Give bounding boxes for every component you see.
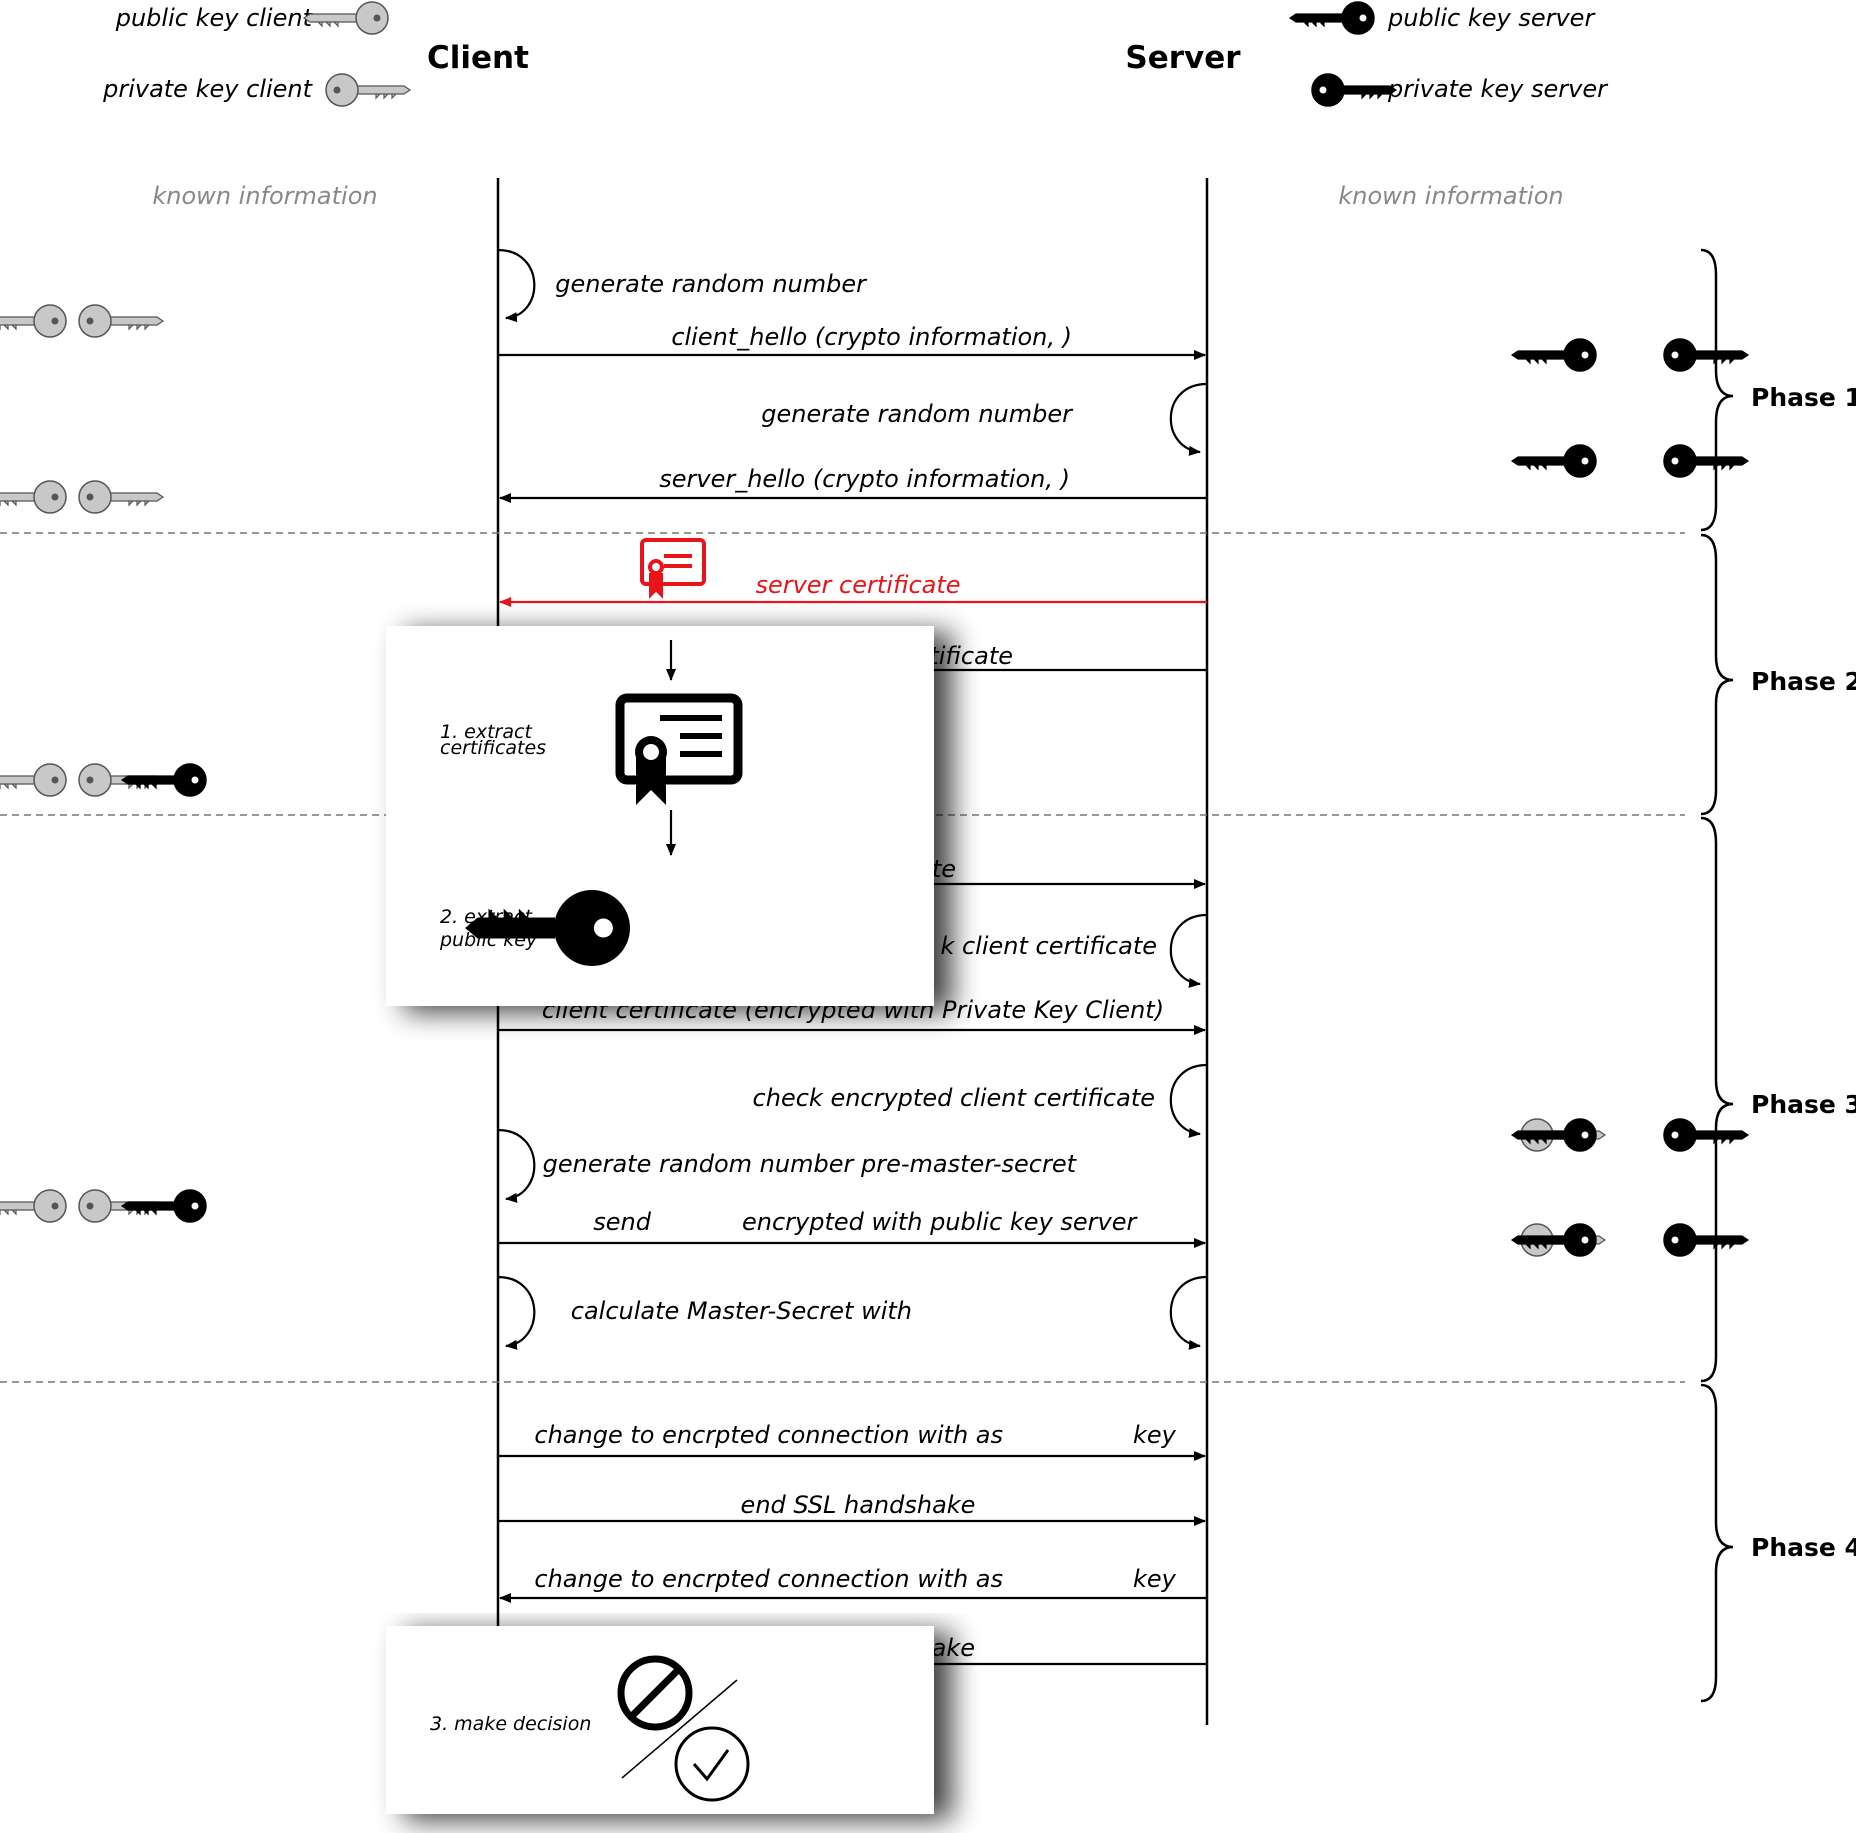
msg-change-2-pre: change to encrpted connection with as xyxy=(534,1565,1003,1593)
msg-check-encrypted: check encrypted client certificate xyxy=(753,1084,1155,1112)
gray-key-icon xyxy=(0,1189,67,1223)
decision-divider xyxy=(621,1679,738,1779)
black-key-icon xyxy=(1663,444,1750,478)
msg-client-hello: client_hello (crypto information, ) xyxy=(671,323,1072,351)
gray-key-icon xyxy=(0,763,67,797)
msg-certificate-request-partial: te xyxy=(932,855,956,883)
msg-server-hello: server_hello (crypto information, ) xyxy=(659,465,1070,493)
phase-4-label: Phase 4 xyxy=(1751,1533,1856,1562)
msg-end-partial: ake xyxy=(932,1634,975,1662)
checkmark-icon xyxy=(674,1726,750,1802)
black-key-icon xyxy=(465,890,630,966)
msg-gen-rn-server: generate random number xyxy=(761,400,1074,428)
msg-change-1-pre: change to encrpted connection with as xyxy=(534,1421,1003,1449)
black-key-icon xyxy=(1510,338,1597,372)
popup-step1-line2: certificates xyxy=(440,737,546,759)
msg-end-ssl: end SSL handshake xyxy=(741,1491,976,1519)
certificate-icon xyxy=(615,693,743,805)
certificate-icon xyxy=(640,538,706,599)
popup-extract-content: 1. extract certificates 2. extract publi… xyxy=(439,640,743,966)
msg-send-post: encrypted with public key server xyxy=(742,1208,1139,1236)
gray-key-icon xyxy=(78,304,165,338)
phase-3-label: Phase 3 xyxy=(1751,1090,1856,1119)
msg-certificate-partial: tificate xyxy=(929,642,1013,670)
phase-2-label: Phase 2 xyxy=(1751,667,1856,696)
msg-send-pre: send xyxy=(593,1208,651,1236)
popup-extract-panel xyxy=(386,626,934,1006)
black-key-icon xyxy=(1663,1118,1750,1152)
black-key-icon xyxy=(1663,1223,1750,1257)
msg-server-certificate: server certificate xyxy=(755,571,960,599)
legend-private-key-client-label: private key client xyxy=(102,75,313,103)
phase-braces xyxy=(1700,248,1734,1703)
gray-key-icon xyxy=(302,1,389,35)
gray-key-icon xyxy=(325,73,412,107)
black-key-icon xyxy=(1663,338,1750,372)
server-header: Server xyxy=(1125,40,1241,76)
black-key-icon xyxy=(120,763,207,797)
black-key-icon xyxy=(1311,73,1398,107)
known-info-right: known information xyxy=(1338,182,1563,210)
gray-key-icon xyxy=(0,480,67,514)
legend-public-key-server-label: public key server xyxy=(1387,4,1596,32)
legend-private-key-server-label: private key server xyxy=(1387,75,1609,103)
popup-step1-line1: 1. extract xyxy=(440,721,533,743)
popup-step3: 3. make decision xyxy=(430,1713,591,1735)
msg-check-client-partial: k client certificate xyxy=(940,932,1157,960)
self-loops xyxy=(497,248,1208,1350)
prohibited-icon xyxy=(617,1655,693,1731)
msg-change-1-post: key xyxy=(1133,1421,1177,1449)
msg-gen-rn-client: generate random number xyxy=(555,270,868,298)
black-key-icon xyxy=(120,1189,207,1223)
gray-key-icon xyxy=(78,480,165,514)
popup-decision-content: 3. make decision xyxy=(430,1655,750,1802)
black-key-icon xyxy=(1510,444,1597,478)
black-key-icon xyxy=(1288,1,1375,35)
known-info-left: known information xyxy=(152,182,377,210)
black-key-icon xyxy=(1510,1118,1597,1152)
client-header: Client xyxy=(427,40,529,76)
msg-calc-ms: calculate Master-Secret with xyxy=(571,1297,912,1325)
legend-public-key-client-label: public key client xyxy=(115,4,314,32)
gray-key-icon xyxy=(0,304,67,338)
msg-change-2-post: key xyxy=(1133,1565,1177,1593)
msg-gen-pms: generate random number pre-master-secret xyxy=(543,1150,1078,1178)
phase-1-label: Phase 1 xyxy=(1751,383,1856,412)
black-key-icon xyxy=(1510,1223,1597,1257)
